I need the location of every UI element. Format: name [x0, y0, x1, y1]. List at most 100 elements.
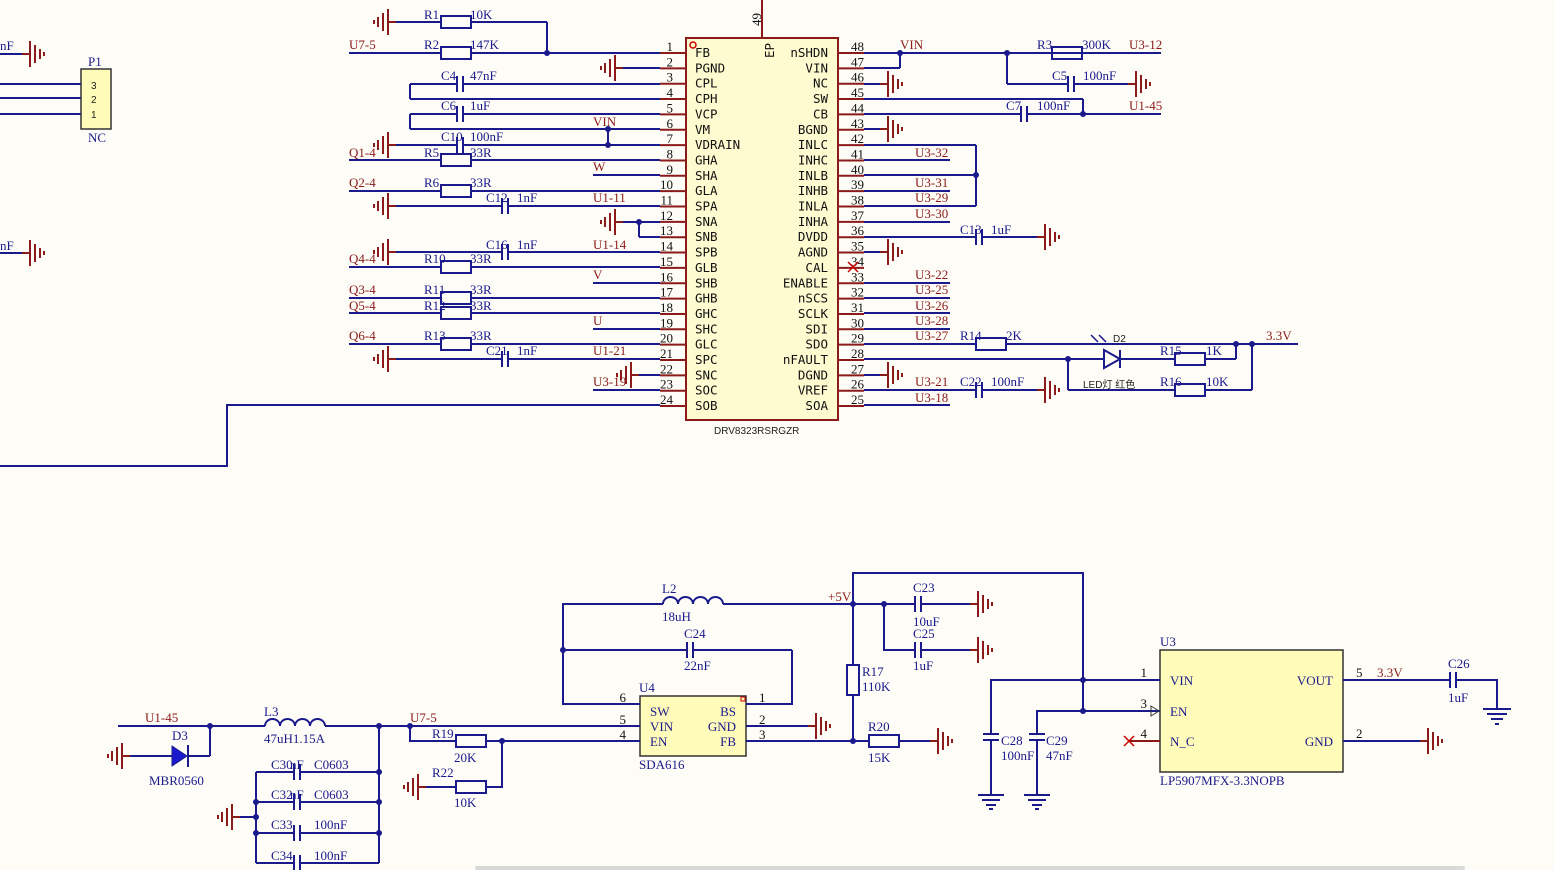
- drv-pin-number: 27: [851, 361, 865, 376]
- drv-pin-name: SPB: [695, 245, 718, 260]
- r19-value: 20K: [454, 750, 477, 765]
- drv-pin-number: 23: [660, 377, 673, 392]
- u3-pin-name: GND: [1305, 734, 1333, 749]
- r20-ref: R20: [868, 719, 890, 734]
- net-w: W: [593, 159, 606, 174]
- p1-connector[interactable]: P1 NC 3 2 1: [0, 54, 112, 145]
- u3-pin-name: N_C: [1170, 734, 1195, 749]
- drv-pin-name: VREF: [798, 383, 828, 398]
- drv-pin-number: 24: [660, 392, 674, 407]
- drv-pin-number: 16: [660, 269, 674, 284]
- u3-pin-number: 3: [1141, 696, 1148, 711]
- drv-pin-name: INHC: [798, 152, 828, 167]
- horizontal-scrollbar[interactable]: [475, 866, 1465, 870]
- u3-ldo-ic[interactable]: U3 LP5907MFX-3.3NOPB 1VIN3EN4N_C5VOUT2GN…: [1130, 634, 1370, 788]
- r2-ref: R2: [424, 37, 439, 52]
- drv-pin-number: 46: [851, 70, 865, 85]
- drv-pin-number: 12: [660, 208, 673, 223]
- p1-pin-1: 1: [91, 110, 97, 121]
- p1-pin-3: 3: [91, 81, 97, 92]
- net-u3-30: U3-30: [915, 206, 948, 221]
- r17-value: 110K: [862, 679, 891, 694]
- l3-value: 47uH1.15A: [264, 731, 326, 746]
- r13-ref: R13: [424, 328, 446, 343]
- net-u3-18: U3-18: [915, 390, 948, 405]
- drv-pin-name: DVDD: [798, 229, 828, 244]
- drv-pin-name: SDI: [805, 321, 828, 336]
- drv-pin-number: 15: [660, 254, 673, 269]
- drv-pin-name: INHB: [798, 183, 828, 198]
- drv-pin-name: SPC: [695, 352, 718, 367]
- drv-pin-number: 33: [851, 269, 864, 284]
- l3-ref: L3: [264, 704, 278, 719]
- drv-pin-name: AGND: [798, 245, 828, 260]
- c4-ref: C4: [441, 68, 457, 83]
- net-u1-45-top: U1-45: [1129, 98, 1162, 113]
- c13-value: 1uF: [991, 222, 1011, 237]
- c7-ref: C7: [1006, 98, 1022, 113]
- c7-value: 100nF: [1037, 98, 1070, 113]
- diode-d3[interactable]: [130, 745, 210, 767]
- c26-ref: C26: [1448, 656, 1470, 671]
- drv-pin-number: 11: [660, 193, 673, 208]
- drv-pin-name: GHB: [695, 291, 718, 306]
- c26-value: 1uF: [1448, 690, 1468, 705]
- c30-ref: C30: [271, 757, 293, 772]
- partial-cap-value-2: nF: [0, 238, 14, 253]
- net-u3-26: U3-26: [915, 298, 949, 313]
- drv-pin-number: 40: [851, 162, 864, 177]
- u4-pin-number: 5: [620, 712, 627, 727]
- c5-value: 100nF: [1083, 68, 1116, 83]
- c23-value: 10uF: [913, 614, 940, 629]
- r3-value: 300K: [1082, 37, 1112, 52]
- u4-pin-name: GND: [708, 719, 736, 734]
- c16-ref: C16: [486, 237, 508, 252]
- drv-pin-number: 39: [851, 177, 864, 192]
- partial-cap-value-1: nF: [0, 38, 14, 53]
- drv-pin-number: 17: [660, 285, 674, 300]
- c24-ref: C24: [684, 626, 706, 641]
- net-u1-14: U1-14: [593, 237, 627, 252]
- c30-package: C0603: [314, 757, 349, 772]
- u4-pin-number: 3: [759, 727, 766, 742]
- r15-value: 1K: [1206, 343, 1223, 358]
- r5-value: 33R: [470, 145, 492, 160]
- c29-value: 47nF: [1046, 748, 1073, 763]
- drv-pin-number: 35: [851, 239, 864, 254]
- c10-ref: C10: [441, 129, 463, 144]
- r3-ref: R3: [1037, 37, 1052, 52]
- drv-pin-name: INLA: [798, 199, 829, 214]
- r12-ref: R12: [424, 298, 446, 313]
- drv-pin-number: 26: [851, 377, 865, 392]
- r10-ref: R10: [424, 251, 446, 266]
- u3-part: LP5907MFX-3.3NOPB: [1160, 773, 1285, 788]
- net-vin-left: VIN: [593, 114, 617, 129]
- drv-pin-number: 36: [851, 223, 865, 238]
- net-u7-5-top: U7-5: [349, 37, 376, 52]
- net-u7-5-bottom: U7-5: [410, 710, 437, 725]
- drv-pin-number: 19: [660, 315, 673, 330]
- drv-pin-number: 42: [851, 131, 864, 146]
- r2-value: 147K: [470, 37, 500, 52]
- drv-pin-name: VM: [695, 122, 710, 137]
- c34-value: 100nF: [314, 848, 347, 863]
- p1-value: NC: [88, 130, 106, 145]
- drv-pin-name: nFAULT: [783, 352, 829, 367]
- drv-pin-name: VIN: [805, 60, 828, 75]
- ep-pin-label: EP: [762, 43, 777, 58]
- drv-pin-name: SHA: [695, 168, 718, 183]
- c13-ref: C13: [960, 222, 982, 237]
- drv-pin-number: 8: [667, 146, 674, 161]
- drv-pin-number: 9: [667, 162, 674, 177]
- led-d2[interactable]: D2 LED灯 红色: [1083, 334, 1175, 391]
- net-u3-31: U3-31: [915, 175, 948, 190]
- drv-pin-name: SOC: [695, 383, 718, 398]
- drv-pin-name: GLC: [695, 337, 718, 352]
- u4-pin-name: VIN: [650, 719, 674, 734]
- r1-value: 10K: [470, 7, 493, 22]
- net-u3-12: U3-12: [1129, 37, 1162, 52]
- drv-pin-name: CPL: [695, 76, 718, 91]
- net-v: V: [593, 267, 603, 282]
